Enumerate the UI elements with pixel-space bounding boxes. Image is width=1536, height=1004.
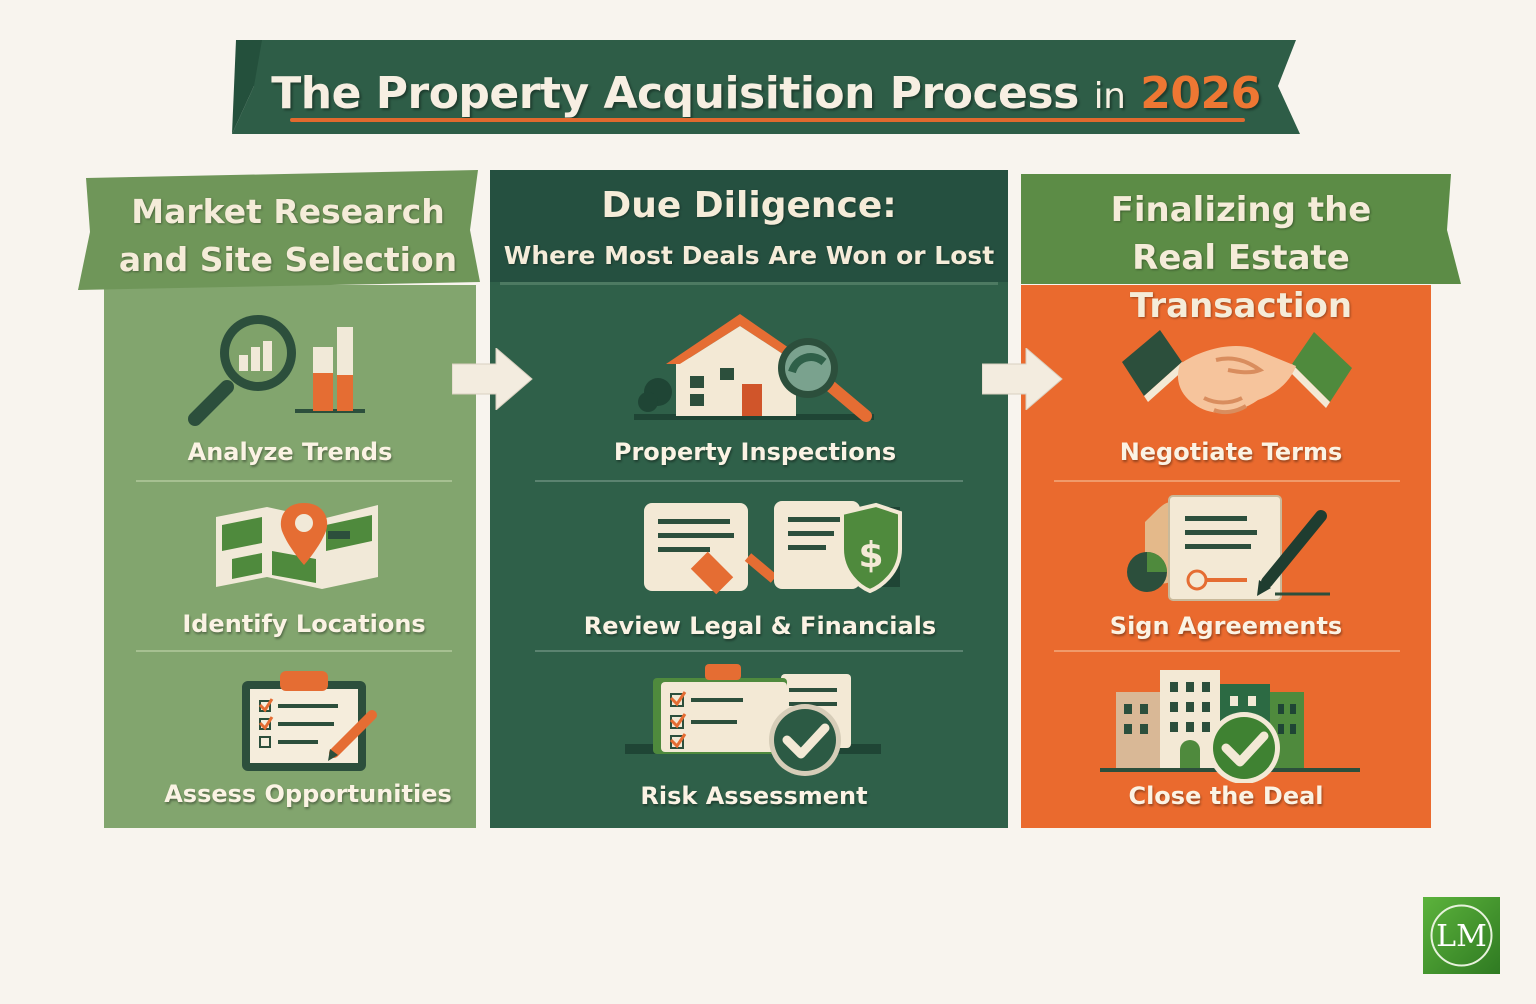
item-review-legal-financials: Review Legal & Financials: [583, 612, 937, 640]
column-3-banner: [1021, 174, 1461, 284]
title-underline: [290, 118, 1245, 122]
title-ribbon-shape: [232, 40, 1300, 134]
divider: [136, 480, 452, 482]
item-property-inspections: Property Inspections: [613, 438, 897, 466]
item-risk-assessment: Risk Assessment: [640, 782, 868, 810]
title-banner: The Property Acquisition Process in 2026: [232, 28, 1300, 138]
item-identify-locations: Identify Locations: [182, 610, 426, 638]
map-pin-icon: [216, 503, 378, 589]
svg-text:$: $: [858, 535, 883, 576]
item-close-the-deal: Close the Deal: [1128, 782, 1324, 810]
house-magnifier-icon: [634, 314, 874, 422]
item-analyze-trends: Analyze Trends: [187, 438, 393, 466]
arrow-right-icon: [982, 348, 1063, 410]
divider: [535, 650, 963, 652]
divider: [535, 480, 963, 482]
magnifier-chart-icon: [188, 315, 365, 426]
documents-gavel-shield-icon: $: [644, 501, 902, 595]
contract-pen-icon: [1127, 495, 1330, 601]
column-1-banner: [78, 170, 480, 290]
column-2-heading: Due Diligence: Where Most Deals Are Won …: [503, 185, 995, 270]
handshake-icon: [1122, 330, 1352, 415]
divider: [136, 650, 452, 652]
column-1-heading: Market Research and Site Selection: [118, 192, 458, 279]
title-year: 2026: [1140, 68, 1261, 119]
divider: [1054, 480, 1400, 482]
item-assess-opportunities: Assess Opportunities: [164, 780, 452, 808]
page-title: The Property Acquisition Process in 2026: [271, 68, 1261, 119]
svg-text:LM: LM: [1436, 919, 1487, 954]
column-2-banner: [490, 170, 1008, 285]
column-3-heading: Finalizing the Real Estate Transaction: [1110, 190, 1372, 326]
clipboard-checklist-icon: [242, 671, 377, 771]
arrow-right-icon: [452, 348, 533, 410]
item-negotiate-terms: Negotiate Terms: [1119, 438, 1343, 466]
checklist-check-icon: [625, 664, 881, 776]
buildings-check-icon: [1100, 670, 1360, 783]
item-sign-agreements: Sign Agreements: [1109, 612, 1343, 640]
divider: [1054, 650, 1400, 652]
brand-logo: LM: [1423, 897, 1500, 974]
